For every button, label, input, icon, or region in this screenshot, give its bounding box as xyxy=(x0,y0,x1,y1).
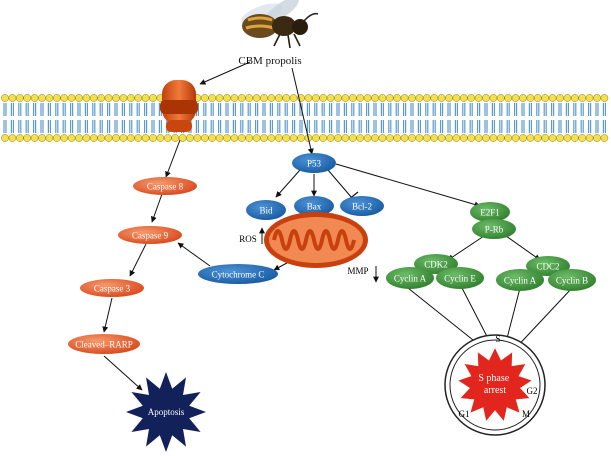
caspase-3-node: Caspase 3 xyxy=(80,279,144,297)
source-label: CBM propolis xyxy=(238,55,301,67)
apoptosis-burst: Apoptosis xyxy=(126,372,206,452)
cytochrome-c-node: Cytochrome C xyxy=(198,264,278,284)
caspase-9-node: Caspase 9 xyxy=(118,226,182,244)
p53-node: P53 xyxy=(292,153,336,173)
svg-text:Bax: Bax xyxy=(307,202,322,212)
svg-text:CDC2: CDC2 xyxy=(536,262,559,272)
mitochondrion-icon xyxy=(264,212,368,268)
arrest-label: S phase arrest xyxy=(478,373,511,396)
arrow-p53-bid xyxy=(275,169,301,198)
arrow-receptor-casp8 xyxy=(165,139,181,178)
svg-text:Caspase 9: Caspase 9 xyxy=(132,231,169,241)
arrow-cleaved-apoptosis xyxy=(103,355,143,391)
phase-s: S xyxy=(495,334,500,344)
caspase-8-node: Caspase 8 xyxy=(133,177,197,195)
bax-node: Bax xyxy=(294,196,334,216)
arrow-prb-cdc2 xyxy=(505,235,541,261)
bcl2-node: Bcl-2 xyxy=(340,196,384,216)
arrow-p53-e2f1 xyxy=(335,163,481,208)
arrow-casp8-casp9 xyxy=(150,193,163,223)
svg-text:CDK2: CDK2 xyxy=(424,260,448,270)
svg-text:Cyclin B: Cyclin B xyxy=(556,276,588,286)
svg-text:Cyclin A: Cyclin A xyxy=(504,276,537,286)
svg-text:Cytochrome C: Cytochrome C xyxy=(212,270,265,280)
prb-node: P-Rb xyxy=(472,219,516,239)
mmp-label: MMP xyxy=(347,266,368,276)
svg-text:Cyclin A: Cyclin A xyxy=(394,274,427,284)
phase-g1: G1 xyxy=(459,409,470,419)
honeybee-icon xyxy=(241,0,319,49)
svg-text:Caspase 3: Caspase 3 xyxy=(94,284,131,294)
cell-membrane xyxy=(1,94,609,142)
arrow-propolis-p53 xyxy=(291,67,314,155)
cdc2-cyclin-a-node: Cyclin A xyxy=(496,269,544,291)
phase-m: M xyxy=(522,409,530,419)
cdk2-cyclin-a-node: Cyclin A xyxy=(386,267,434,289)
svg-text:E2F1: E2F1 xyxy=(480,208,500,218)
cdc2-cyclin-b-node: Cyclin B xyxy=(548,269,596,291)
arrow-casp3-cleaved xyxy=(102,297,113,333)
svg-text:Caspase 8: Caspase 8 xyxy=(147,182,184,192)
phase-g2: G2 xyxy=(527,386,538,396)
svg-text:Bid: Bid xyxy=(259,206,273,216)
cell-cycle-wheel: S phase arrest S G2 M G1 xyxy=(444,334,546,436)
inhibit-p53-bcl2 xyxy=(327,169,353,199)
bid-node: Bid xyxy=(246,200,286,220)
svg-text:Cyclin E: Cyclin E xyxy=(444,274,476,284)
ros-label: ROS xyxy=(239,234,257,244)
arrow-propolis-receptor xyxy=(199,61,251,85)
cdk2-cyclin-e-node: Cyclin E xyxy=(436,267,484,289)
arrow-casp9-casp3 xyxy=(129,243,147,277)
svg-text:Cleaved–RARP: Cleaved–RARP xyxy=(75,340,133,350)
svg-text:Apoptosis: Apoptosis xyxy=(148,407,185,417)
svg-text:Bcl-2: Bcl-2 xyxy=(352,202,372,212)
membrane-receptor xyxy=(160,80,198,132)
arrow-prb-cdk2 xyxy=(447,235,485,261)
svg-text:P-Rb: P-Rb xyxy=(485,225,504,235)
cleaved-rarp-node: Cleaved–RARP xyxy=(68,334,140,354)
arrow-cytc-casp9 xyxy=(177,242,211,267)
svg-text:P53: P53 xyxy=(307,159,322,169)
e2f1-node: E2F1 xyxy=(470,202,510,222)
arrow-cdc2b-arrest xyxy=(511,287,573,353)
